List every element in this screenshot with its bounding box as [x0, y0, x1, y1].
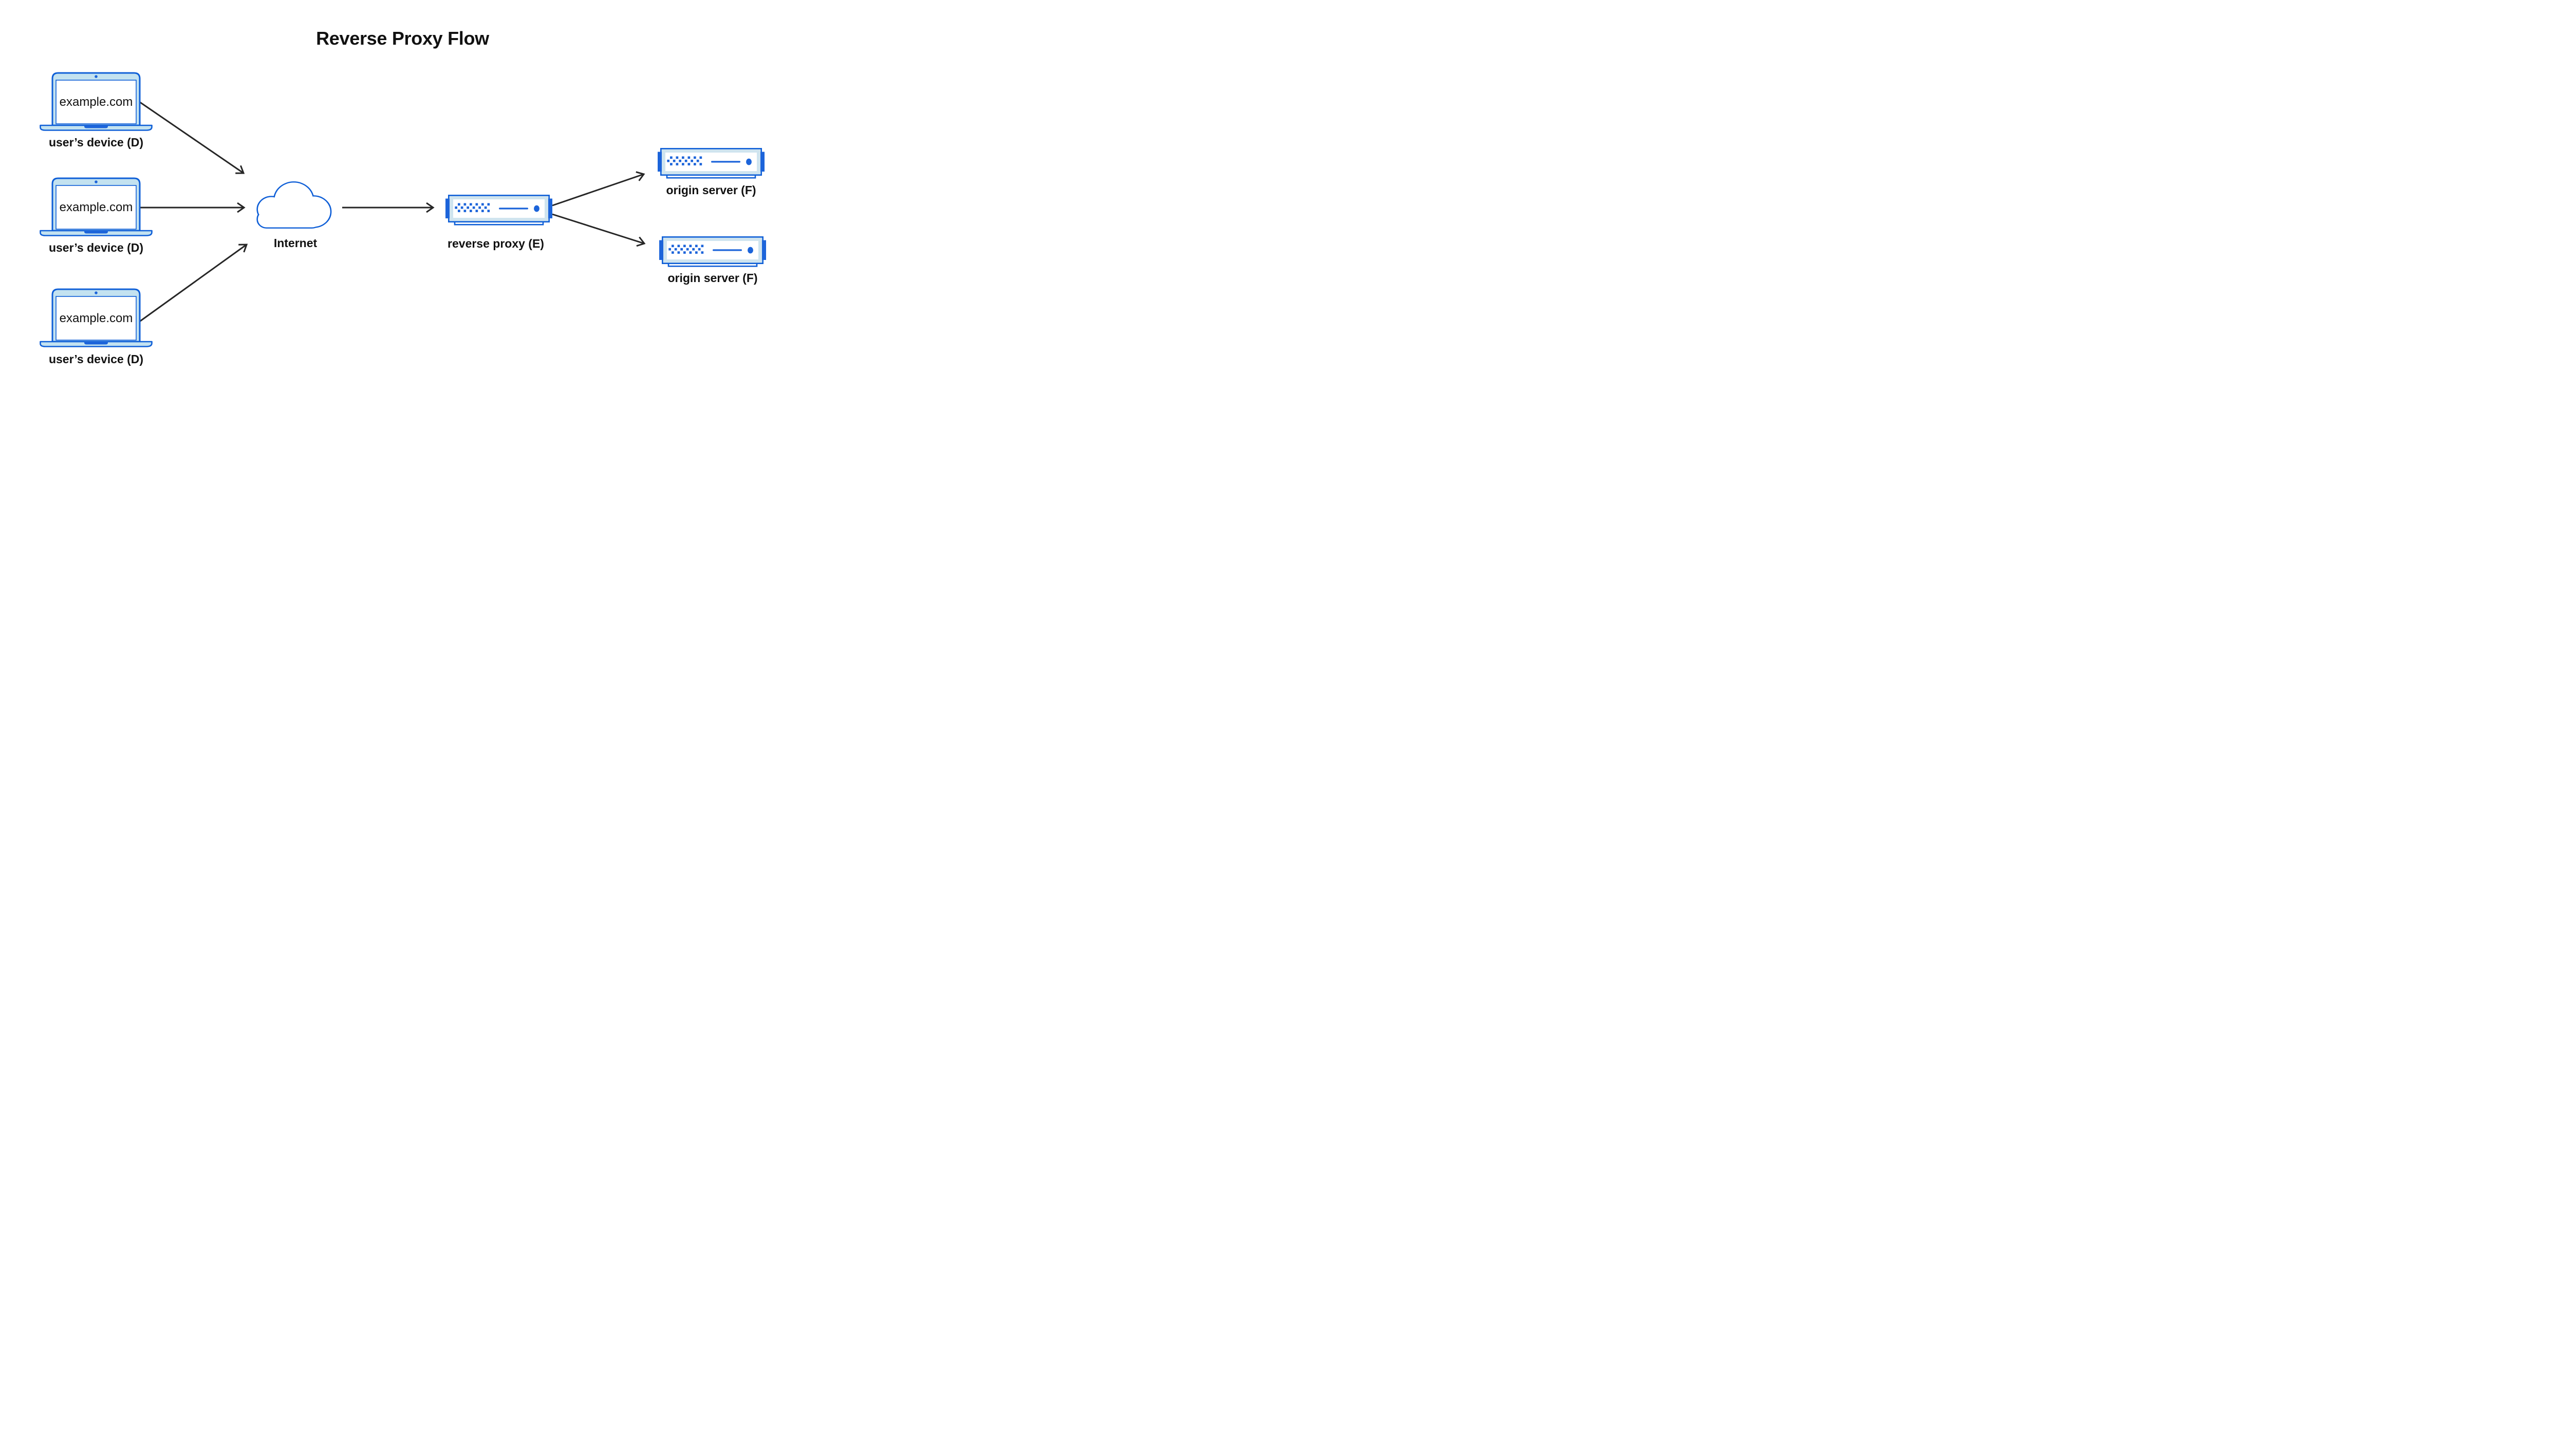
device-label-3: user’s device (D)	[48, 352, 144, 366]
reverse-proxy-node	[445, 195, 552, 226]
device-label-2: user’s device (D)	[48, 241, 144, 254]
arrow-device3-to-internet	[138, 244, 248, 323]
reverse-proxy-label: reverse proxy (E)	[448, 237, 544, 250]
origin-server-node-1	[658, 148, 765, 179]
origin-server-label-1: origin server (F)	[666, 183, 756, 197]
server-icon	[658, 148, 765, 179]
device-node-3: example.com	[40, 288, 153, 347]
arrow-proxy-to-origin2	[552, 213, 646, 247]
server-icon	[445, 195, 552, 226]
arrow-device1-to-internet	[139, 101, 245, 174]
device-screen-url: example.com	[59, 311, 133, 325]
device-screen-url: example.com	[59, 200, 133, 214]
diagram-canvas: Reverse Proxy Flow example.com user’s de…	[0, 0, 805, 403]
device-label-1: user’s device (D)	[48, 136, 144, 149]
internet-node	[255, 181, 333, 230]
device-screen-url: example.com	[59, 95, 133, 109]
flow-arrows	[138, 101, 646, 323]
server-icon	[659, 236, 766, 268]
origin-server-node-2	[659, 236, 766, 268]
origin-server-label-2: origin server (F)	[667, 271, 758, 285]
device-node-1: example.com	[40, 71, 153, 131]
internet-label: Internet	[273, 236, 318, 250]
arrow-proxy-to-origin1	[552, 171, 645, 207]
device-node-2: example.com	[40, 177, 153, 236]
cloud-icon	[256, 181, 332, 229]
page-title: Reverse Proxy Flow	[316, 28, 489, 49]
